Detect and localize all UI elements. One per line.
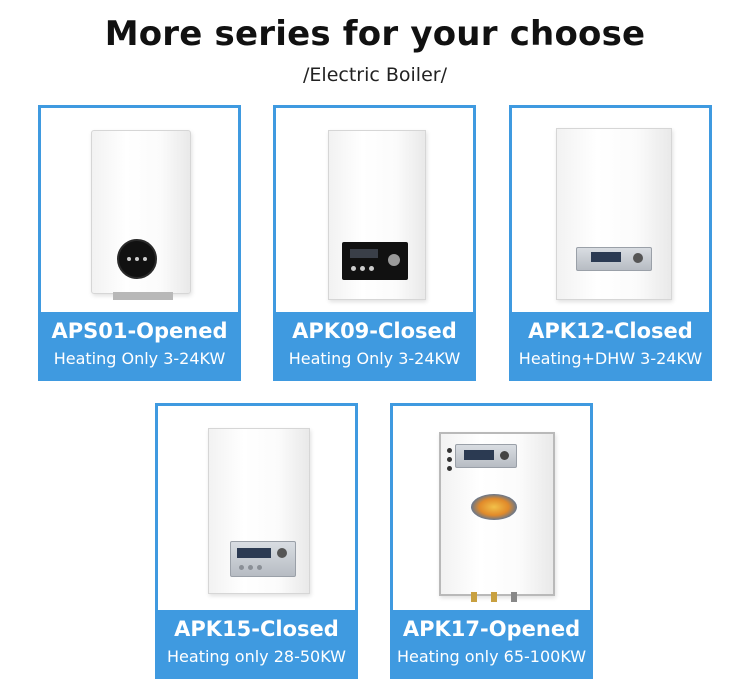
product-label: APS01-Opened Heating Only 3-24KW <box>41 312 238 378</box>
page-subtitle: /Electric Boiler/ <box>303 64 447 86</box>
product-model: APK12-Closed <box>528 319 693 343</box>
panel-button <box>360 266 365 271</box>
control-panel <box>576 247 652 271</box>
product-card-apk17[interactable]: APK17-Opened Heating only 65-100KW <box>390 403 593 679</box>
pipe-fitting <box>471 592 477 602</box>
bottom-bracket <box>113 292 173 300</box>
product-image-apk17 <box>393 406 590 610</box>
panel-button <box>248 565 253 570</box>
product-spec: Heating only 65-100KW <box>396 647 587 666</box>
product-card-apk15[interactable]: APK15-Closed Heating only 28-50KW <box>155 403 358 679</box>
product-image-apk09 <box>276 108 473 312</box>
product-model: APK15-Closed <box>174 617 339 641</box>
panel-button <box>447 466 452 471</box>
product-label: APK09-Closed Heating Only 3-24KW <box>276 312 473 378</box>
panel-button <box>351 266 356 271</box>
product-card-aps01[interactable]: APS01-Opened Heating Only 3-24KW <box>38 105 241 381</box>
control-dial <box>117 239 157 279</box>
product-label: APK12-Closed Heating+DHW 3-24KW <box>512 312 709 378</box>
product-model: APK17-Opened <box>402 617 581 641</box>
control-knob <box>388 254 400 266</box>
pipe-fitting <box>511 592 517 602</box>
product-model: APK09-Closed <box>292 319 457 343</box>
control-panel <box>455 444 517 468</box>
product-spec: Heating Only 3-24KW <box>53 349 226 368</box>
boiler-body <box>556 128 672 300</box>
product-card-apk12[interactable]: APK12-Closed Heating+DHW 3-24KW <box>509 105 712 381</box>
control-panel <box>342 242 408 280</box>
pipe-fitting <box>491 592 497 602</box>
product-spec: Heating+DHW 3-24KW <box>518 349 703 368</box>
page-title: More series for your choose <box>104 14 646 54</box>
product-card-apk09[interactable]: APK09-Closed Heating Only 3-24KW <box>273 105 476 381</box>
control-knob <box>633 253 643 263</box>
panel-button <box>447 448 452 453</box>
product-image-apk12 <box>512 108 709 312</box>
display-screen <box>464 450 494 460</box>
control-panel <box>230 541 296 577</box>
product-spec: Heating Only 3-24KW <box>288 349 461 368</box>
panel-button <box>447 457 452 462</box>
product-image-apk15 <box>158 406 355 610</box>
product-model: APS01-Opened <box>51 319 228 343</box>
brand-logo <box>471 494 517 520</box>
display-screen <box>591 252 621 262</box>
product-spec: Heating only 28-50KW <box>167 647 346 666</box>
product-image-aps01 <box>41 108 238 312</box>
panel-button <box>257 565 262 570</box>
product-label: APK17-Opened Heating only 65-100KW <box>393 610 590 676</box>
display-screen <box>350 249 378 258</box>
display-screen <box>237 548 271 558</box>
product-label: APK15-Closed Heating only 28-50KW <box>158 610 355 676</box>
panel-button <box>369 266 374 271</box>
panel-button <box>239 565 244 570</box>
control-knob <box>500 451 509 460</box>
control-knob <box>277 548 287 558</box>
